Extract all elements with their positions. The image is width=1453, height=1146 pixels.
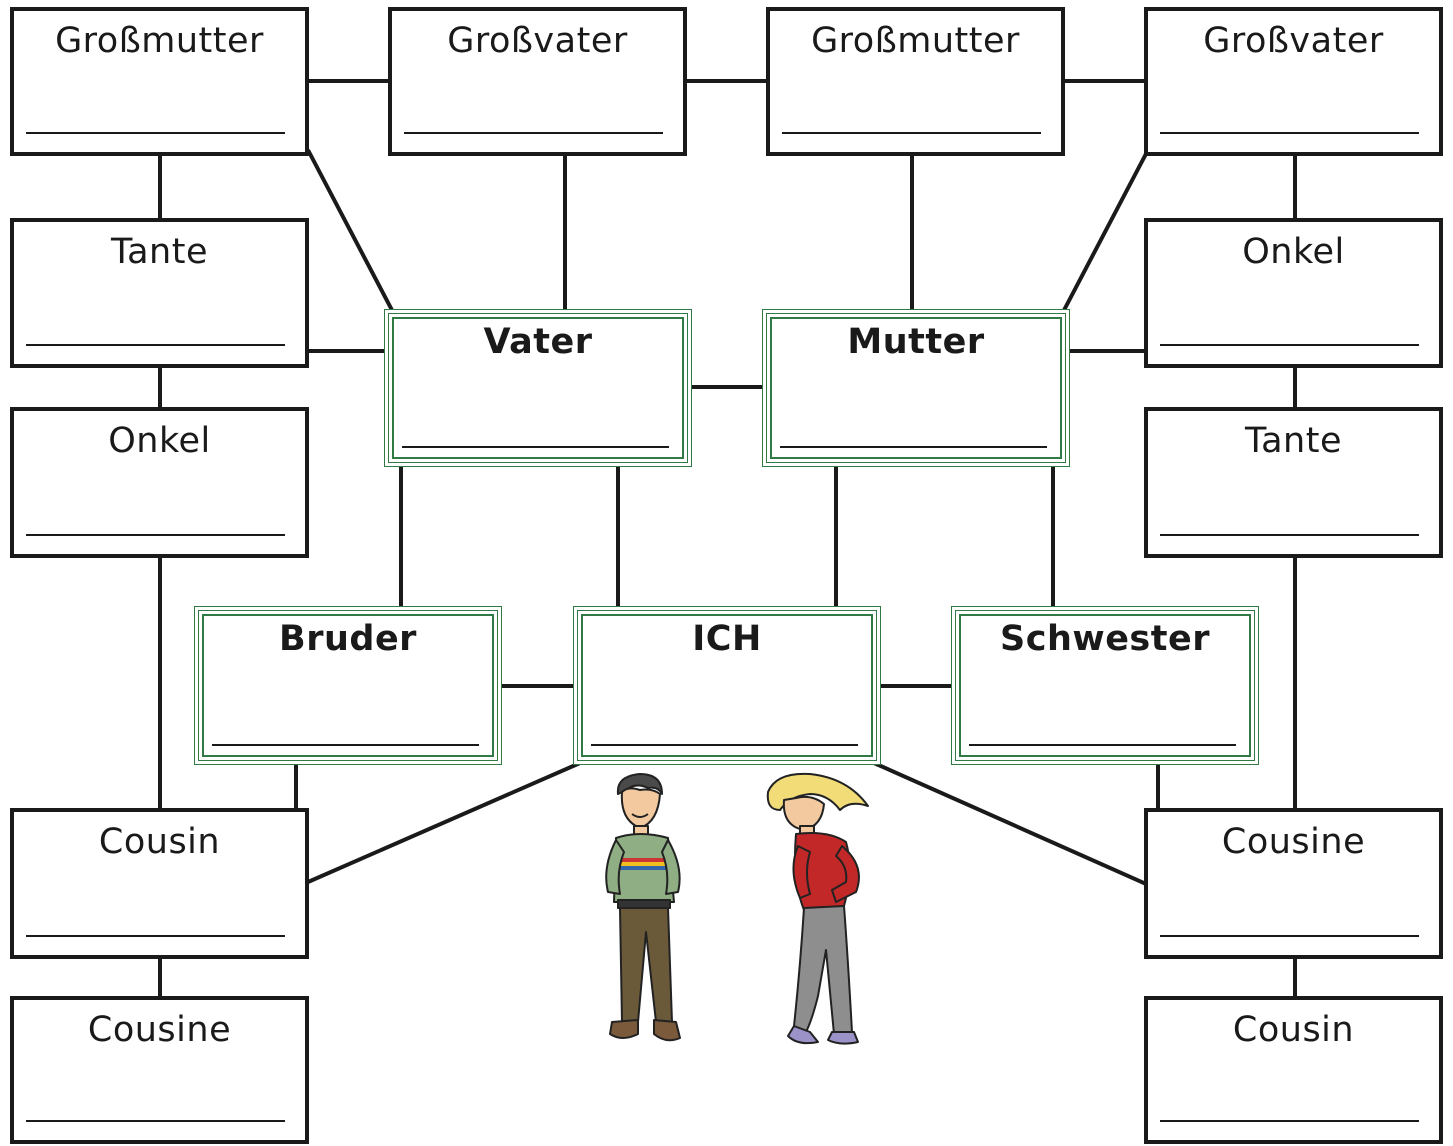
- box-label: Großvater: [447, 21, 628, 61]
- answer-line[interactable]: [212, 744, 479, 746]
- box-cousin-left: Cousin: [10, 808, 309, 959]
- box-onkel-right: Onkel: [1144, 218, 1443, 368]
- box-label: Vater: [483, 322, 593, 362]
- answer-line[interactable]: [26, 935, 285, 937]
- answer-line[interactable]: [780, 446, 1047, 448]
- box-grossvater-left: Großvater: [388, 7, 687, 156]
- box-vater: Vater: [384, 309, 692, 467]
- answer-line[interactable]: [1160, 935, 1419, 937]
- box-label: Cousin: [1232, 1010, 1355, 1050]
- answer-line[interactable]: [26, 534, 285, 536]
- box-bruder: Bruder: [194, 606, 502, 765]
- answer-line[interactable]: [26, 132, 285, 134]
- box-cousin-right: Cousin: [1144, 996, 1443, 1144]
- box-label: Tante: [1245, 421, 1342, 461]
- box-tante-right: Tante: [1144, 407, 1443, 558]
- box-label: Onkel: [1242, 232, 1345, 272]
- box-label: Tante: [111, 232, 208, 272]
- box-onkel-left: Onkel: [10, 407, 309, 558]
- answer-line[interactable]: [591, 744, 858, 746]
- answer-line[interactable]: [782, 132, 1041, 134]
- box-schwester: Schwester: [951, 606, 1259, 765]
- box-cousine-right: Cousine: [1144, 808, 1443, 959]
- box-label: Großvater: [1203, 21, 1384, 61]
- box-label: Schwester: [999, 619, 1210, 659]
- answer-line[interactable]: [1160, 534, 1419, 536]
- box-cousine-left: Cousine: [10, 996, 309, 1144]
- girl-figure: [766, 772, 869, 1045]
- box-label: Cousine: [1221, 822, 1366, 862]
- box-mutter: Mutter: [762, 309, 1070, 467]
- box-grossmutter-right: Großmutter: [766, 7, 1065, 156]
- box-grossmutter-left: Großmutter: [10, 7, 309, 156]
- answer-line[interactable]: [1160, 344, 1419, 346]
- box-grossvater-right: Großvater: [1144, 7, 1443, 156]
- answer-line[interactable]: [404, 132, 663, 134]
- box-label: Großmutter: [55, 21, 264, 61]
- box-label: ICH: [692, 619, 762, 659]
- box-label: Mutter: [847, 322, 985, 362]
- box-label: Cousin: [98, 822, 221, 862]
- box-label: Großmutter: [811, 21, 1020, 61]
- connector: [1060, 149, 1150, 315]
- answer-line[interactable]: [26, 344, 285, 346]
- answer-line[interactable]: [1160, 132, 1419, 134]
- answer-line[interactable]: [1160, 1120, 1419, 1122]
- box-tante-left: Tante: [10, 218, 309, 368]
- answer-line[interactable]: [26, 1120, 285, 1122]
- connector: [873, 761, 1147, 886]
- answer-line[interactable]: [402, 446, 669, 448]
- connector: [306, 149, 396, 315]
- box-label: Bruder: [279, 619, 417, 659]
- boy-figure: [605, 773, 681, 1042]
- box-ich: ICH: [573, 606, 881, 765]
- box-label: Onkel: [108, 421, 211, 461]
- box-label: Cousine: [87, 1010, 232, 1050]
- connector: [307, 761, 581, 884]
- answer-line[interactable]: [969, 744, 1236, 746]
